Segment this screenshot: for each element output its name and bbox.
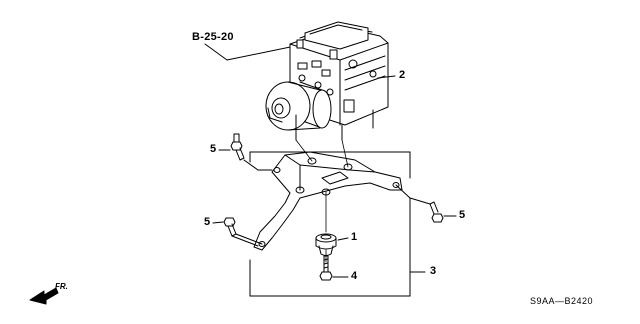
bolt-part4 (319, 255, 349, 281)
callout-part-2: 2 (399, 69, 406, 81)
diagram-code: S9AA—B2420 (530, 296, 594, 306)
callout-part-5-upper: 5 (210, 143, 217, 155)
abs-modulator-unit (265, 21, 389, 141)
callout-part-1: 1 (351, 231, 358, 243)
grommet (315, 233, 349, 256)
callout-part-5-right: 5 (459, 209, 466, 221)
front-arrow (29, 287, 59, 305)
reference-label: B-25-20 (192, 31, 234, 43)
callout-part-3: 3 (430, 265, 437, 277)
bolt-part5-lower (212, 217, 263, 247)
bolt-part5-right (395, 184, 457, 223)
callout-part-4: 4 (351, 270, 358, 282)
bolt-part5-upper (218, 133, 273, 171)
reference-leader (204, 41, 305, 61)
leader-part2 (377, 75, 396, 79)
part3-box (249, 151, 426, 297)
front-indicator-label: FR. (55, 282, 68, 291)
callout-part-5-lower: 5 (204, 216, 211, 228)
mounting-bracket (253, 151, 403, 251)
